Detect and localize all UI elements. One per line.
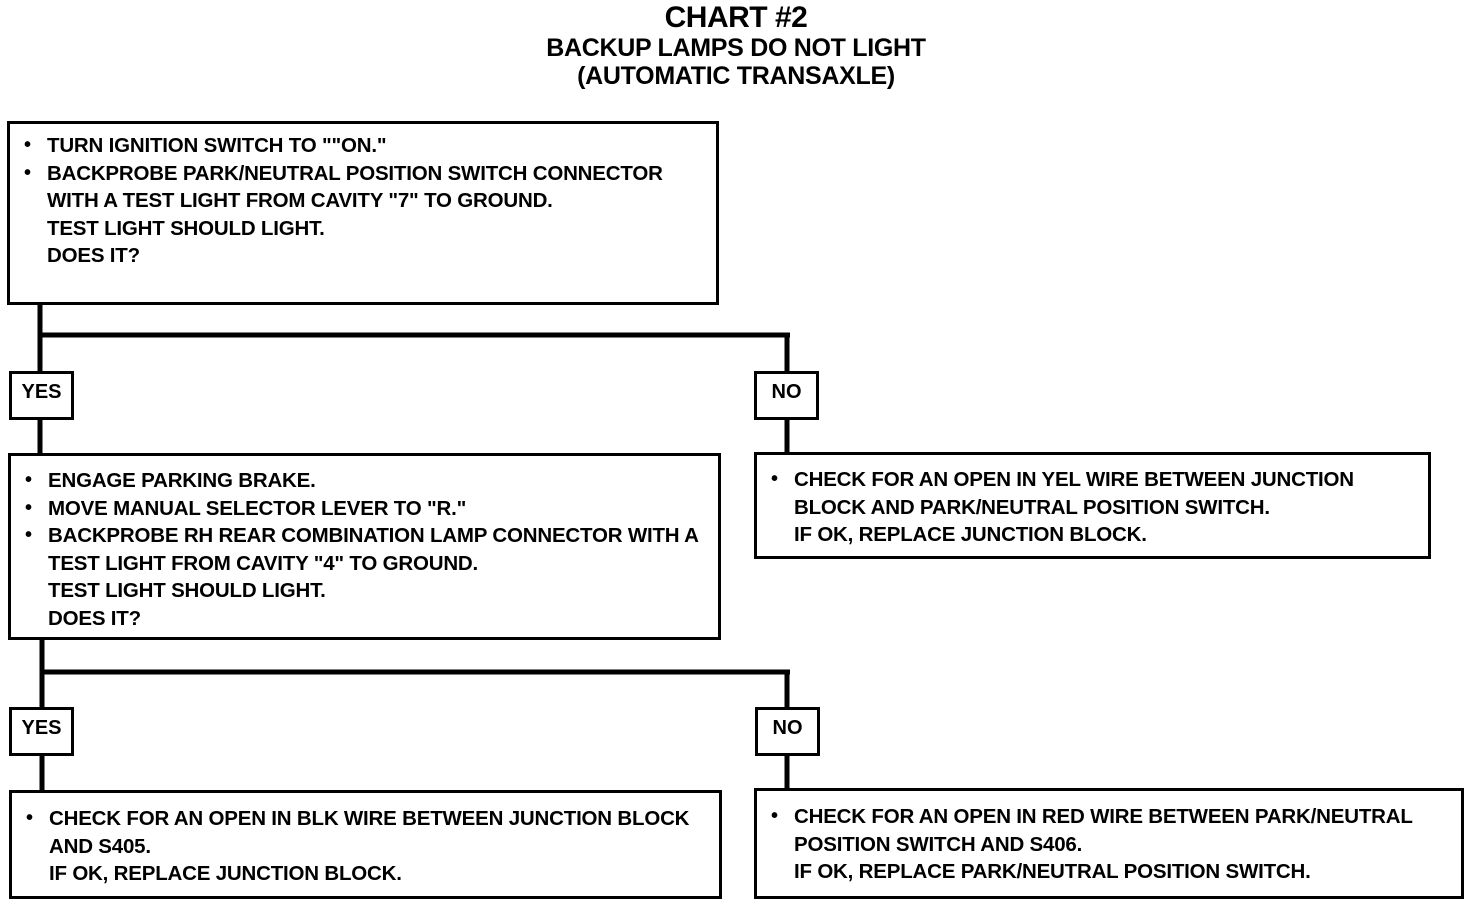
step1-bullet-2: BACKPROBE PARK/NEUTRAL POSITION SWITCH C… bbox=[10, 160, 716, 215]
yes2-bullet-1: CHECK FOR AN OPEN IN BLK WIRE BETWEEN JU… bbox=[12, 805, 719, 860]
step1-box: TURN IGNITION SWITCH TO ""ON." BACKPROBE… bbox=[7, 121, 719, 305]
step2-bullets: ENGAGE PARKING BRAKE. MOVE MANUAL SELECT… bbox=[11, 467, 718, 577]
step2-bullet-1: ENGAGE PARKING BRAKE. bbox=[11, 467, 718, 495]
no2-bullet-1: CHECK FOR AN OPEN IN RED WIRE BETWEEN PA… bbox=[757, 803, 1461, 858]
yes2-bullets: CHECK FOR AN OPEN IN BLK WIRE BETWEEN JU… bbox=[12, 805, 719, 860]
step2-bullet-3: BACKPROBE RH REAR COMBINATION LAMP CONNE… bbox=[11, 522, 718, 577]
branch2-no-label: NO bbox=[755, 707, 820, 756]
step2-bullet-2: MOVE MANUAL SELECTOR LEVER TO "R." bbox=[11, 495, 718, 523]
branch2-yes-label: YES bbox=[9, 707, 74, 756]
step2-line-1: TEST LIGHT SHOULD LIGHT. bbox=[48, 579, 326, 602]
chart-title: CHART #2 bbox=[664, 1, 808, 34]
step1-line-2: DOES IT? bbox=[47, 244, 140, 267]
no1-bullets: CHECK FOR AN OPEN IN YEL WIRE BETWEEN JU… bbox=[757, 466, 1428, 521]
no2-bullets: CHECK FOR AN OPEN IN RED WIRE BETWEEN PA… bbox=[757, 803, 1461, 858]
branch1-yes-label: YES bbox=[9, 371, 74, 420]
step2-box: ENGAGE PARKING BRAKE. MOVE MANUAL SELECT… bbox=[8, 453, 721, 640]
yes2-line-1: IF OK, REPLACE JUNCTION BLOCK. bbox=[49, 862, 402, 885]
no1-line-1: IF OK, REPLACE JUNCTION BLOCK. bbox=[794, 523, 1147, 546]
step1-bullets: TURN IGNITION SWITCH TO ""ON." BACKPROBE… bbox=[10, 132, 716, 215]
step2-line-2: DOES IT? bbox=[48, 606, 141, 630]
chart-subtitle-line1: BACKUP LAMPS DO NOT LIGHT bbox=[546, 34, 926, 62]
step1-line-1: TEST LIGHT SHOULD LIGHT. bbox=[47, 216, 325, 240]
yes2-result-box: CHECK FOR AN OPEN IN BLK WIRE BETWEEN JU… bbox=[9, 790, 722, 899]
branch1-no-label: NO bbox=[754, 371, 819, 420]
step1-bullet-1: TURN IGNITION SWITCH TO ""ON." bbox=[10, 132, 716, 160]
no1-bullet-1: CHECK FOR AN OPEN IN YEL WIRE BETWEEN JU… bbox=[757, 466, 1428, 521]
chart-header: CHART #2 BACKUP LAMPS DO NOT LIGHT (AUTO… bbox=[0, 1, 1472, 91]
chart-subtitle-line2: (AUTOMATIC TRANSAXLE) bbox=[577, 62, 895, 90]
no2-result-box: CHECK FOR AN OPEN IN RED WIRE BETWEEN PA… bbox=[754, 788, 1464, 899]
no1-result-box: CHECK FOR AN OPEN IN YEL WIRE BETWEEN JU… bbox=[754, 452, 1431, 559]
no2-line-1: IF OK, REPLACE PARK/NEUTRAL POSITION SWI… bbox=[794, 860, 1311, 883]
